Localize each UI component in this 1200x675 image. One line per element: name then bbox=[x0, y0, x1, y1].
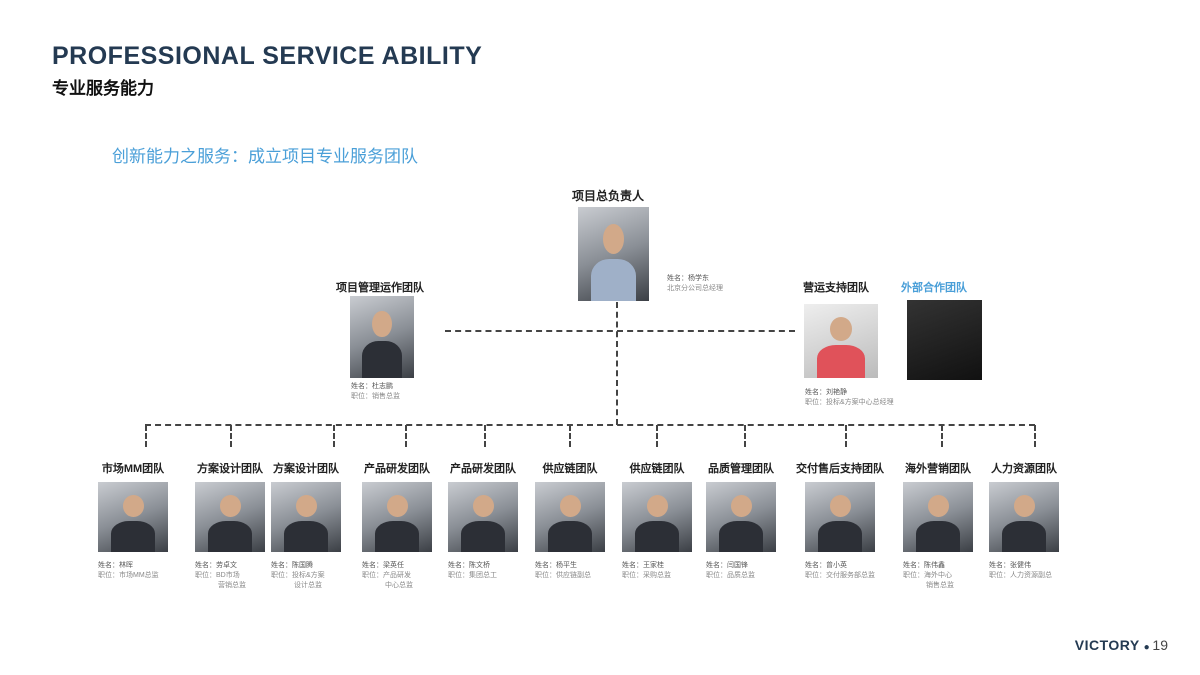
middle-info-1: 姓名：刘艳静职位：投标&方案中心总经理 bbox=[805, 389, 894, 406]
connector-tick bbox=[569, 425, 571, 447]
team-label: 人力资源团队 bbox=[991, 463, 1057, 475]
brand-logo: VICTORY bbox=[1074, 637, 1140, 653]
connector-tick bbox=[1034, 425, 1036, 447]
team-member-info: 姓名：曾小英职位：交付服务部总监 bbox=[805, 562, 875, 579]
connector-bus bbox=[145, 424, 1035, 426]
connector-tick bbox=[484, 425, 486, 447]
team-member-photo bbox=[903, 482, 973, 552]
team-label: 海外营销团队 bbox=[905, 463, 971, 475]
team-label: 供应链团队 bbox=[542, 463, 598, 475]
photo-middle-1 bbox=[804, 304, 878, 378]
connector-vertical-main bbox=[616, 302, 618, 425]
team-member-photo bbox=[805, 482, 875, 552]
team-label: 供应链团队 bbox=[629, 463, 685, 475]
photo-middle-0 bbox=[350, 296, 414, 378]
team-member-info: 姓名：梁英任职位：产品研发中心总监 bbox=[362, 562, 413, 589]
connector-tick bbox=[845, 425, 847, 447]
title-en: PROFESSIONAL SERVICE ABILITY bbox=[52, 42, 483, 70]
team-label: 交付售后支持团队 bbox=[796, 463, 884, 475]
connector-tick bbox=[941, 425, 943, 447]
team-member-photo bbox=[362, 482, 432, 552]
connector-tick bbox=[744, 425, 746, 447]
connector-tick bbox=[656, 425, 658, 447]
subtitle: 创新能力之服务：成立项目专业服务团队 bbox=[112, 147, 418, 166]
team-label: 品质管理团队 bbox=[708, 463, 774, 475]
team-member-photo bbox=[989, 482, 1059, 552]
team-member-info: 姓名：林晖职位：市场MM总监 bbox=[98, 562, 159, 579]
middle-label: 项目管理运作团队 bbox=[336, 282, 424, 294]
team-label: 方案设计团队 bbox=[273, 463, 339, 475]
team-member-photo bbox=[195, 482, 265, 552]
photo-external bbox=[907, 300, 982, 380]
team-member-photo bbox=[98, 482, 168, 552]
team-member-info: 姓名：陈国腾职位：投标&方案设计总监 bbox=[271, 562, 325, 589]
team-label: 产品研发团队 bbox=[364, 463, 430, 475]
footer: VICTORY ● 19 bbox=[1074, 637, 1168, 653]
team-member-info: 姓名：陈伟鑫职位：海外中心销售总监 bbox=[903, 562, 954, 589]
team-member-photo bbox=[622, 482, 692, 552]
top-info: 姓名：杨学东北京分公司总经理 bbox=[667, 275, 723, 292]
team-member-info: 姓名：王家桂职位：采购总监 bbox=[622, 562, 671, 579]
connector-tick bbox=[230, 425, 232, 447]
connector-tick bbox=[405, 425, 407, 447]
photo-project-leader bbox=[578, 207, 649, 301]
team-member-photo bbox=[706, 482, 776, 552]
connector-middle bbox=[445, 330, 795, 332]
team-member-info: 姓名：陈文桥职位：集团总工 bbox=[448, 562, 497, 579]
middle-label: 营运支持团队 bbox=[803, 282, 869, 294]
team-label: 方案设计团队 bbox=[197, 463, 263, 475]
connector-tick bbox=[333, 425, 335, 447]
page-number: 19 bbox=[1152, 637, 1168, 653]
top-label: 项目总负责人 bbox=[571, 189, 645, 203]
team-member-photo bbox=[535, 482, 605, 552]
external-team-label: 外部合作团队 bbox=[901, 282, 967, 294]
title-cn: 专业服务能力 bbox=[52, 79, 154, 98]
connector-tick bbox=[145, 425, 147, 447]
team-member-info: 姓名：闫国锋职位：品质总监 bbox=[706, 562, 755, 579]
team-member-info: 姓名：张健伟职位：人力资源副总 bbox=[989, 562, 1052, 579]
team-label: 产品研发团队 bbox=[450, 463, 516, 475]
middle-info-0: 姓名：杜志鹏职位：销售总监 bbox=[351, 383, 400, 400]
team-label: 市场MM团队 bbox=[101, 463, 165, 475]
team-member-photo bbox=[448, 482, 518, 552]
team-member-info: 姓名：杨平生职位：供应链副总 bbox=[535, 562, 591, 579]
team-member-info: 姓名：劳卓文职位：BD市场营销总监 bbox=[195, 562, 246, 589]
team-member-photo bbox=[271, 482, 341, 552]
